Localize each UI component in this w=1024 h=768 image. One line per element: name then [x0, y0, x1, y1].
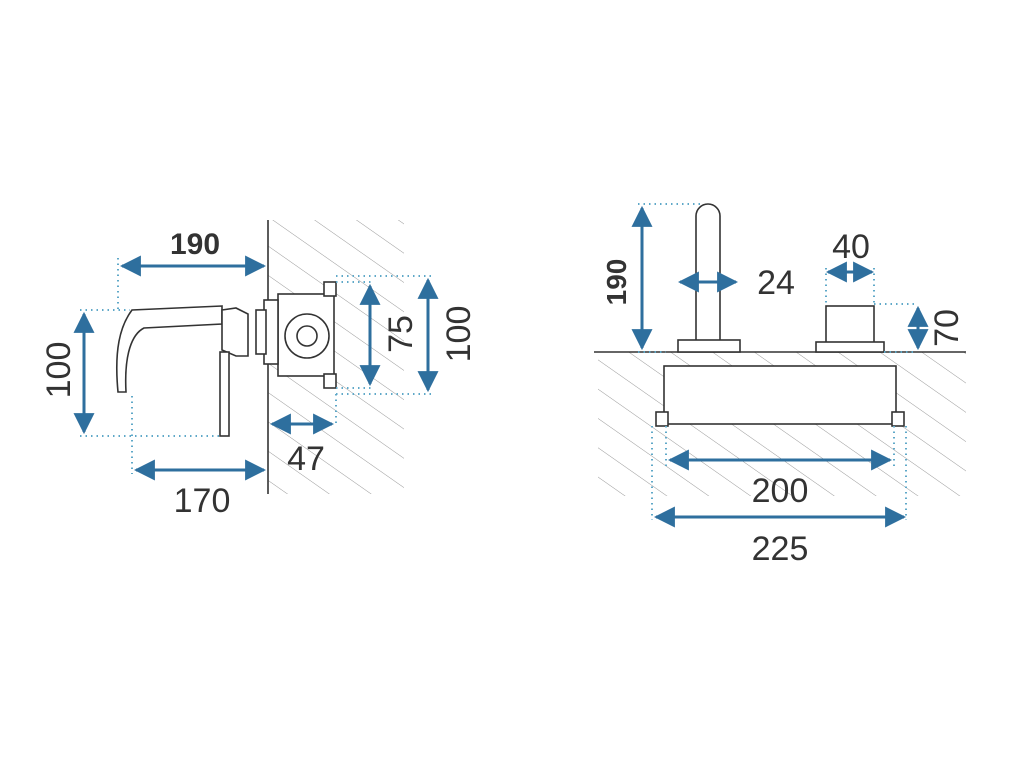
side-view: 190 100 170 47 75 100	[40, 220, 478, 520]
label-box-height-outer: 100	[440, 306, 478, 363]
label-box-width-inner: 200	[752, 472, 809, 510]
front-concealed-box	[655, 365, 905, 427]
label-depth-total: 190	[170, 228, 220, 261]
side-dimension-arrows	[73, 255, 439, 481]
front-view: 190 24 40 70 200 225	[594, 203, 966, 568]
label-knob-diameter: 40	[832, 228, 870, 266]
side-guides	[80, 258, 432, 474]
label-spout-height: 100	[40, 342, 78, 399]
label-spout-length: 170	[174, 482, 231, 520]
faucet-side	[115, 305, 249, 437]
label-knob-height: 70	[928, 309, 966, 347]
front-dimension-arrows	[631, 205, 929, 528]
label-box-width-outer: 225	[752, 530, 809, 568]
label-spout-diameter: 24	[757, 264, 795, 302]
label-front-spout-height: 190	[601, 259, 632, 306]
front-knob	[815, 305, 885, 353]
concealed-box	[255, 281, 337, 389]
label-box-height-inner: 75	[382, 315, 420, 353]
label-box-depth: 47	[287, 440, 325, 478]
front-spout	[677, 203, 741, 353]
